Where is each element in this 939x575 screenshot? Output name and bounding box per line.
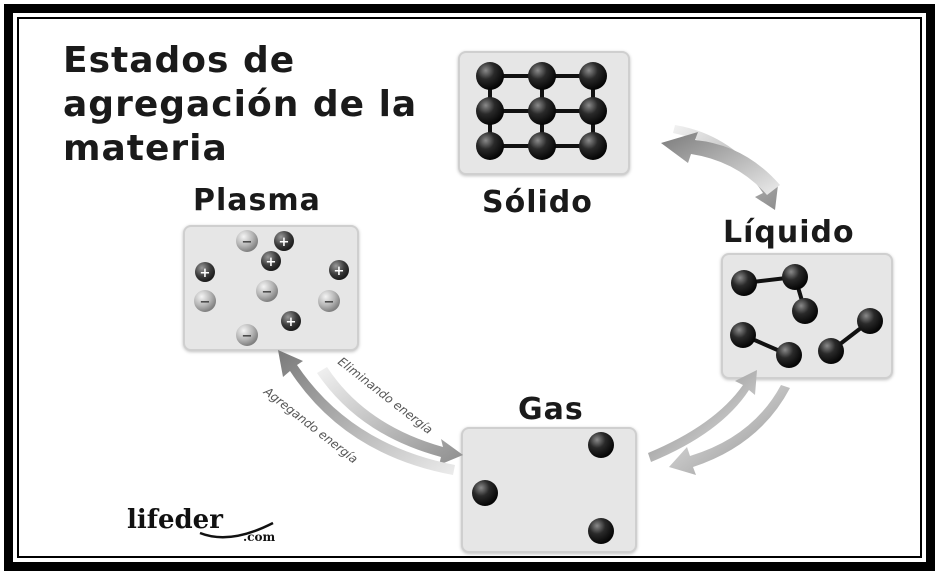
plasma-ions: − + + + + − − − + − (194, 230, 349, 346)
label-gas: Gas (518, 392, 584, 427)
arrow-plasma-gas (278, 350, 463, 475)
brand-tld: .com (243, 530, 276, 544)
arrow-liquid-gas (648, 370, 790, 475)
gas-particles (472, 432, 614, 544)
brand-swoosh (199, 521, 274, 539)
ion-sign: + (334, 264, 345, 279)
label-plasma: Plasma (193, 183, 321, 218)
solid-particles (476, 62, 607, 160)
label-solid: Sólido (482, 185, 593, 220)
ion-sign: + (200, 266, 211, 281)
page-title: Estados de agregación de la materia (63, 40, 418, 169)
diagram-graphics: − + + + + − − − + − (194, 62, 883, 544)
diagram-canvas: Estados de agregación de la materia Sóli… (13, 13, 926, 562)
ion-sign: + (266, 255, 277, 270)
outer-frame: Estados de agregación de la materia Sóli… (4, 4, 935, 571)
ion-sign: + (286, 315, 297, 330)
ion-sign: − (200, 295, 211, 310)
ion-sign: − (262, 285, 273, 300)
ion-sign: + (279, 235, 290, 250)
ion-sign: − (242, 235, 253, 250)
liquid-particles (730, 264, 883, 368)
arrow-solid-liquid (661, 125, 780, 210)
ion-sign: − (242, 329, 253, 344)
brand-logo: lifeder (127, 505, 223, 535)
label-liquid: Líquido (723, 215, 855, 250)
ion-sign: − (324, 295, 335, 310)
